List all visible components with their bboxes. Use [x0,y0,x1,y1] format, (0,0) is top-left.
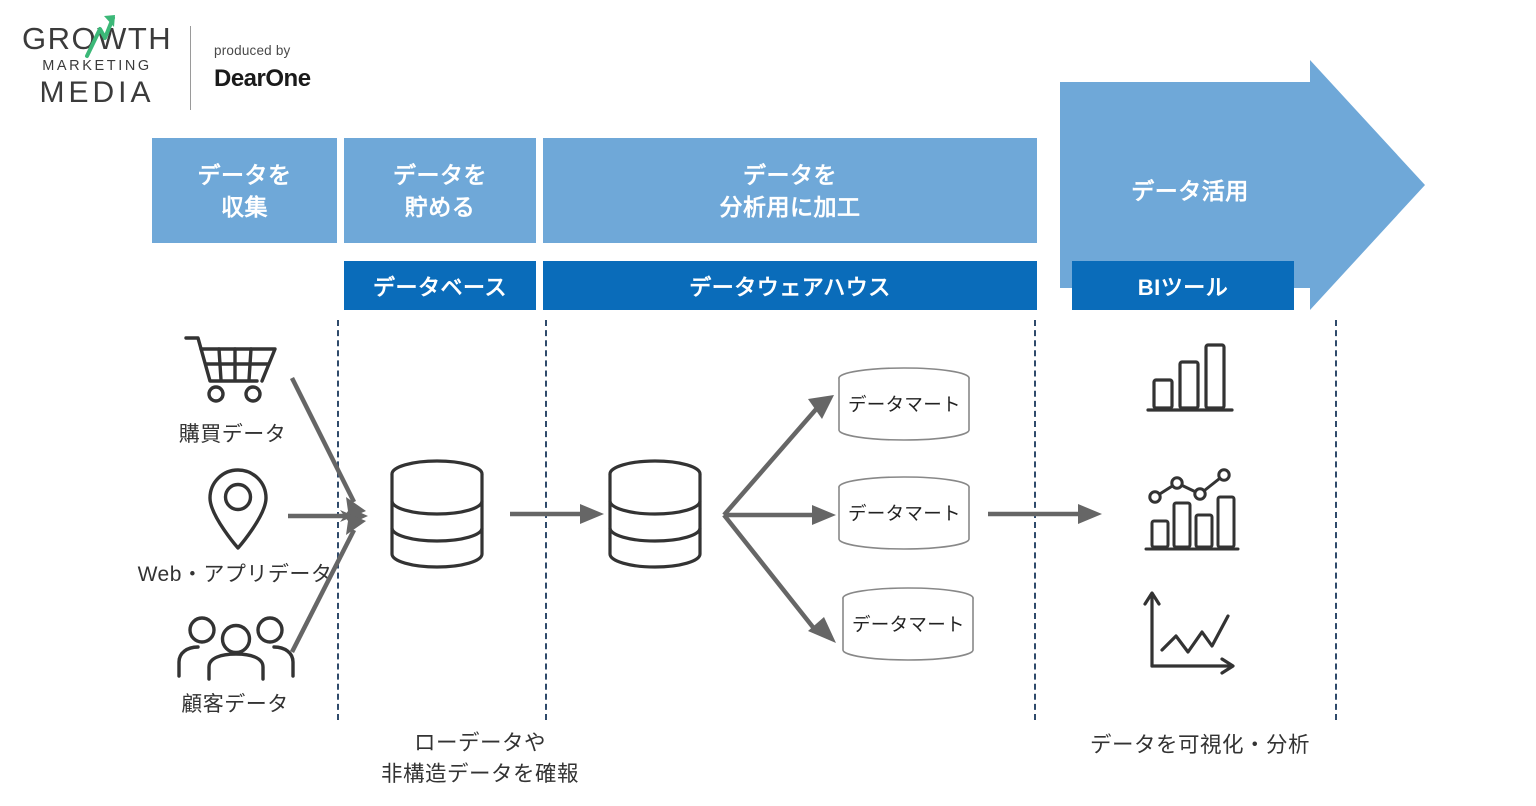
section-divider-1 [337,320,339,720]
data-mart-2-label: データマート [848,503,961,524]
produced-by-label: produced by [214,43,291,58]
combo-chart-icon [1144,468,1240,551]
caption-raw-line2: 非構造データを確報 [380,762,579,786]
tool-bi-label: BIツール [1137,274,1229,300]
source-customer [176,614,296,689]
stage-box-process: データを 分析用に加工 [543,138,1037,243]
stage-collect-line1: データを [197,161,292,188]
stage-collect-line2: 収集 [221,193,268,220]
section-divider-4 [1335,320,1337,720]
bi-line-chart [1142,588,1238,683]
bi-bar-chart [1146,340,1236,423]
caption-visualize: データを可視化・分析 [1000,730,1400,761]
tool-box-data-warehouse: データウェアハウス [543,261,1037,310]
logo-media-label: MEDIA [39,76,155,109]
stage-box-collect: データを 収集 [152,138,337,243]
data-mart-1: データマート [836,366,972,449]
stage-box-utilize: データ活用 [1072,138,1308,243]
growth-marketing-media-logo: GROWTH MARKETING MEDIA [22,15,172,110]
data-mart-cylinder-icon [838,476,970,550]
source-customer-label: 顧客データ [181,693,289,716]
caption-raw-data: ローデータや 非構造データを確報 [280,728,680,790]
logo-marketing-label: MARKETING [42,58,152,74]
bi-combo-chart [1144,465,1240,562]
stage-box-store: データを 貯める [344,138,536,243]
source-purchase [183,333,283,408]
database-cylinder-icon [608,459,702,569]
stage-store-line2: 貯める [404,193,476,220]
shopping-cart-icon [184,336,277,403]
stage-utilize-line1: データ活用 [1131,177,1249,204]
source-web-app [205,467,271,556]
tool-box-bi-tool: BIツール [1072,261,1294,310]
dearone-logo: produced by DearOne [214,42,311,94]
data-mart-1-label: データマート [848,394,961,415]
data-mart-3-label: データマート [852,614,965,635]
database-cylinder-icon [390,459,484,569]
stage-process-line1: データを [743,161,837,188]
logo-divider [190,26,191,110]
location-pin-icon [208,468,268,550]
bar-chart-icon [1146,343,1234,412]
section-divider-3 [1034,320,1036,720]
source-web-app-label: Web・アプリデータ [137,563,333,586]
caption-visualize-text: データを可視化・分析 [1089,733,1310,757]
dearone-brand-label: DearOne [214,65,311,92]
tool-warehouse-label: データウェアハウス [689,274,891,300]
people-group-icon [177,616,295,681]
database-cylinder [388,458,486,575]
section-divider-2 [545,320,547,720]
tool-box-database: データベース [344,261,536,310]
tool-database-label: データベース [373,274,507,300]
caption-raw-line1: ローデータや [413,731,546,755]
brand-logo: GROWTH MARKETING MEDIA produced by DearO… [22,15,322,114]
stage-process-line2: 分析用に加工 [719,193,861,220]
data-warehouse-cylinder [606,458,704,575]
stage-store-line1: データを [393,161,487,188]
ingest-arrows [280,370,390,665]
data-mart-cylinder-icon [842,587,974,661]
data-mart-cylinder-icon [838,367,970,441]
arrow-db-to-dwh [508,502,606,531]
line-chart-axes-icon [1143,591,1235,675]
fanout-arrows [712,385,852,655]
data-mart-2: データマート [836,475,972,558]
logo-growth-text: GROWTH [22,15,172,58]
arrow-mart-to-bi [986,502,1104,531]
data-mart-3: データマート [840,586,976,669]
source-purchase-label: 購買データ [178,423,287,446]
green-growth-arrow-icon [83,12,117,67]
